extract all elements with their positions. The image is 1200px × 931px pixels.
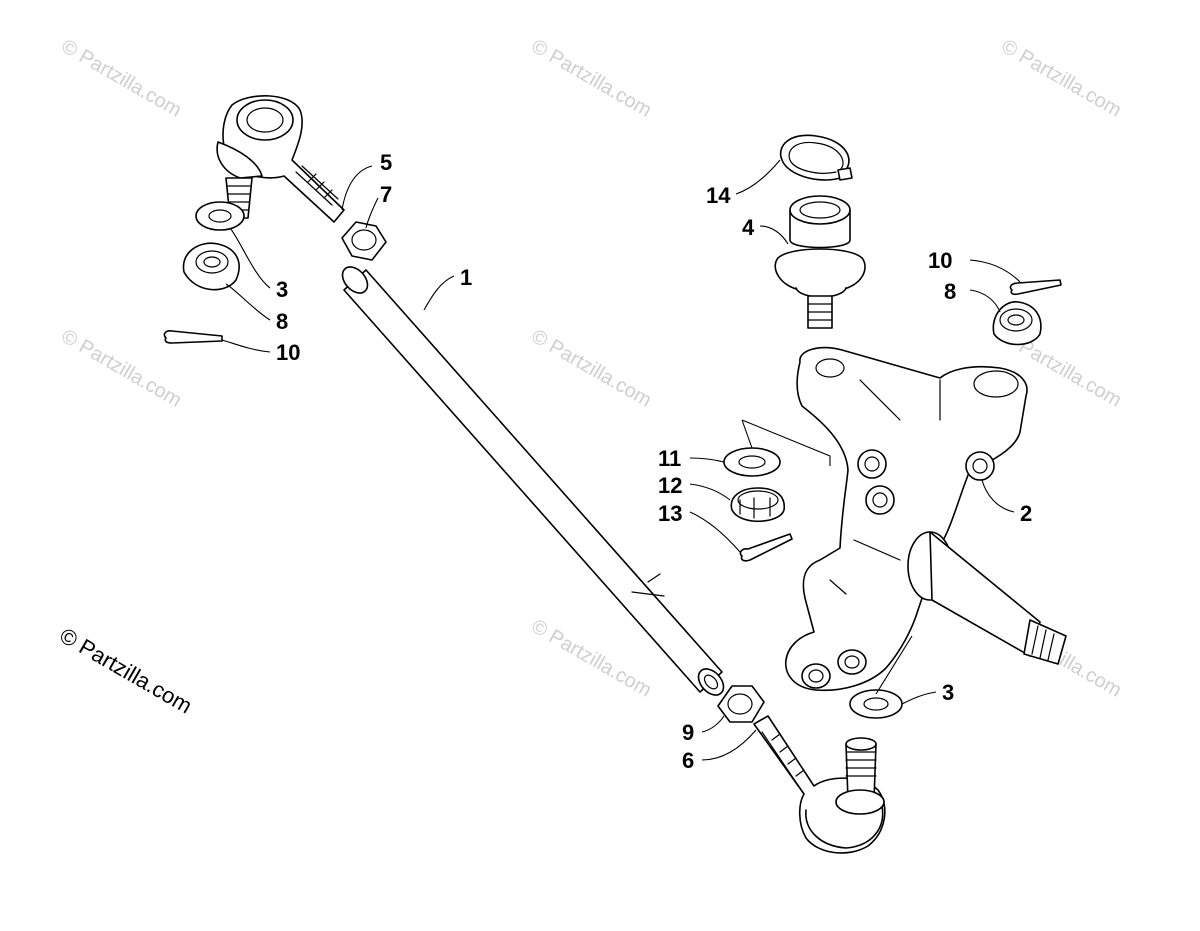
watermark: © Partzilla.com bbox=[528, 35, 656, 121]
flange-nut-right bbox=[992, 301, 1042, 346]
leader-1 bbox=[423, 275, 455, 311]
leader-knuckle-11 bbox=[741, 419, 831, 466]
callout-2[interactable]: 2 bbox=[1020, 501, 1032, 526]
tie-rod-end-upper bbox=[216, 95, 345, 223]
cotter-pin-right bbox=[1009, 279, 1062, 296]
jam-nut-upper bbox=[341, 221, 387, 261]
callout-12[interactable]: 12 bbox=[658, 473, 682, 498]
callout-7[interactable]: 7 bbox=[380, 182, 392, 207]
ball-joint bbox=[774, 195, 866, 329]
watermark: © Partzilla.com bbox=[998, 35, 1126, 121]
leader-7 bbox=[365, 197, 379, 229]
leader-3a bbox=[229, 227, 271, 289]
callout-10[interactable]: 10 bbox=[276, 340, 300, 365]
leader-10b bbox=[969, 259, 1021, 283]
callout-6[interactable]: 6 bbox=[682, 748, 694, 773]
castle-nut bbox=[730, 487, 785, 522]
watermark: © Partzilla.com bbox=[58, 35, 186, 121]
leader-8b bbox=[969, 289, 1001, 313]
cotter-pin-13 bbox=[739, 533, 793, 562]
leader-4 bbox=[759, 225, 789, 245]
leader-8a bbox=[225, 283, 271, 321]
callout-5[interactable]: 5 bbox=[380, 150, 392, 175]
leader-12 bbox=[689, 483, 731, 501]
leader-9 bbox=[701, 715, 725, 733]
copyright-notice: © Partzilla.com bbox=[56, 623, 197, 719]
callout-14[interactable]: 14 bbox=[706, 183, 731, 208]
watermark: © Partzilla.com bbox=[528, 325, 656, 411]
washer-left bbox=[195, 201, 245, 231]
leader-14 bbox=[735, 159, 781, 195]
leader-10a bbox=[221, 339, 271, 353]
steering-knuckle bbox=[785, 346, 1067, 692]
leader-6 bbox=[701, 729, 757, 761]
jam-nut-lower bbox=[717, 685, 765, 723]
callout-3[interactable]: 3 bbox=[276, 277, 288, 302]
cotter-pin-left bbox=[163, 330, 223, 344]
callout-13[interactable]: 13 bbox=[658, 501, 682, 526]
tie-rod-end-lower bbox=[753, 715, 886, 854]
callout-8[interactable]: 8 bbox=[276, 309, 288, 334]
washer-11 bbox=[723, 447, 781, 477]
watermark: © Partzilla.com bbox=[528, 615, 656, 701]
tie-rod-tube bbox=[341, 266, 725, 696]
callout-8-right[interactable]: 8 bbox=[944, 279, 956, 304]
callouts: 5 7 3 8 10 1 14 4 10 8 11 12 13 2 3 9 6 bbox=[276, 150, 1032, 773]
callout-10-right[interactable]: 10 bbox=[928, 248, 952, 273]
callout-4[interactable]: 4 bbox=[742, 215, 755, 240]
leader-knuckle-3 bbox=[875, 635, 913, 695]
leader-2 bbox=[981, 479, 1015, 513]
leader-11 bbox=[689, 457, 725, 463]
flange-nut-left bbox=[182, 242, 240, 291]
callout-3-right[interactable]: 3 bbox=[942, 680, 954, 705]
snap-ring bbox=[779, 134, 853, 181]
leader-lines bbox=[221, 159, 1021, 761]
leader-5 bbox=[341, 165, 373, 211]
leader-3b bbox=[901, 691, 937, 705]
washer-right bbox=[849, 689, 903, 719]
leader-13 bbox=[689, 511, 741, 553]
callout-1[interactable]: 1 bbox=[460, 265, 472, 290]
callout-9[interactable]: 9 bbox=[682, 720, 694, 745]
callout-11[interactable]: 11 bbox=[658, 446, 681, 471]
